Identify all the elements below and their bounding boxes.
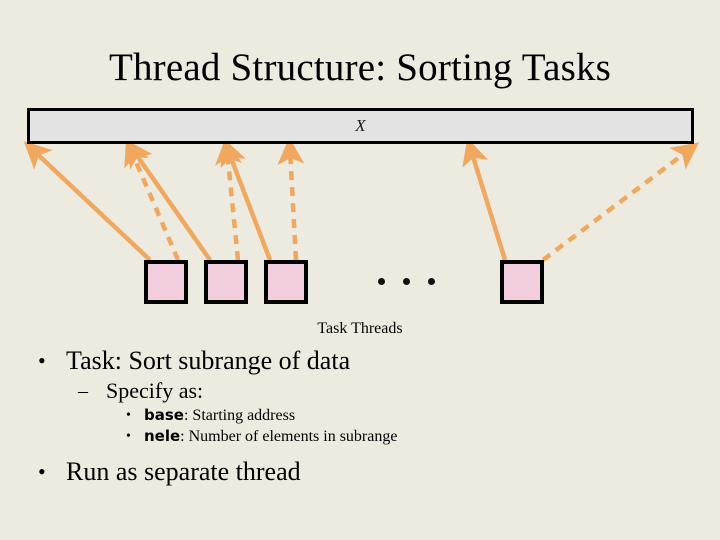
- ellipsis-dots: [372, 272, 442, 292]
- task-box: [500, 260, 544, 304]
- bullet-param-base: • base: Starting address: [30, 405, 690, 426]
- arrow-group: [23, 137, 700, 262]
- task-box: [144, 260, 188, 304]
- bullet-param-nele: • nele: Number of elements in subrange: [30, 426, 690, 447]
- data-array-bar: X: [27, 108, 694, 144]
- page-title: Thread Structure: Sorting Tasks: [108, 46, 612, 89]
- ellipsis-dot: [403, 278, 410, 285]
- arrow-box3-solid: [220, 138, 273, 261]
- bullet-marker: •: [38, 348, 46, 373]
- arrow-box3-dashed: [277, 137, 305, 261]
- arrow-box4-dashed: [541, 142, 700, 262]
- task-box: [204, 260, 248, 304]
- bullet-marker: •: [126, 408, 131, 423]
- bullet-specify-text: Specify as:: [106, 378, 204, 403]
- bullet-task: • Task: Sort subrange of data: [30, 345, 690, 377]
- bullet-marker: •: [126, 429, 131, 444]
- bullet-run-thread-wrap: • Run as separate thread: [30, 456, 690, 488]
- bullet-run-text: Run as separate thread: [66, 457, 301, 486]
- bullet-task-text: Task: Sort subrange of data: [66, 346, 351, 375]
- arrow-box2-dashed: [214, 137, 242, 261]
- param-desc-base: : Starting address: [183, 407, 296, 424]
- bullet-marker: •: [38, 459, 46, 484]
- arrow-box2-solid: [125, 139, 212, 262]
- param-name-base: base: [144, 406, 184, 424]
- bullet-specify: –Specify as:: [30, 377, 690, 405]
- bullet-run-thread: • Run as separate thread: [30, 456, 690, 488]
- bullet-marker: –: [78, 380, 88, 402]
- arrow-box1-dashed: [124, 138, 181, 261]
- array-label: X: [355, 116, 366, 135]
- task-box: [264, 260, 308, 304]
- ellipsis-dot: [428, 278, 435, 285]
- task-threads-caption: Task Threads: [317, 320, 403, 337]
- param-name-nele: nele: [144, 427, 181, 445]
- arrow-box4-solid: [462, 137, 508, 261]
- param-desc-nele: : Number of elements in subrange: [180, 428, 398, 445]
- ellipsis-dot: [378, 278, 385, 285]
- bullet-list: • Task: Sort subrange of data –Specify as…: [30, 345, 690, 447]
- arrow-box1-solid: [23, 141, 152, 262]
